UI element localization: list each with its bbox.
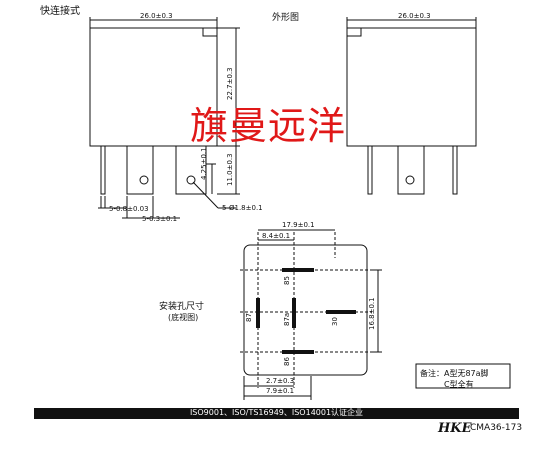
pin-right-2 (397, 145, 425, 195)
pin-label-86: 86 (283, 357, 291, 366)
relay-body-right (346, 27, 477, 147)
dim-bv-b: 7.9±0.1 (266, 387, 295, 395)
mounting-title: 安装孔尺寸 (159, 302, 205, 312)
slot-85 (282, 268, 314, 272)
brand-logo: HKE (438, 421, 472, 436)
pin-label-87a: 87a (283, 312, 291, 326)
cert-bar: ISO9001、ISO/TS16949、ISO14001认证企业 (34, 408, 519, 419)
dim-bv-left: 8.4±0.1 (262, 232, 291, 240)
model-number: CMA36-173 (470, 423, 523, 433)
dim-pin-thickness: 5-6.3±0.1 (142, 215, 178, 223)
pin-left-3 (175, 145, 207, 195)
pin-right-1 (367, 145, 373, 195)
note: 备注：A型无87a脚 C型全有 (420, 368, 489, 390)
dim-tab-height: 4.25±0.1 (200, 147, 208, 180)
cert-text: ISO9001、ISO/TS16949、ISO14001认证企业 (189, 408, 364, 417)
note-line-2: C型全有 (444, 380, 474, 389)
dim-width-right: 26.0±0.3 (398, 12, 431, 20)
pin-left-1 (100, 145, 106, 195)
pin-label-85: 85 (283, 276, 291, 285)
bottom-view-outline (243, 244, 368, 376)
pin-right-3 (452, 145, 458, 195)
bottom-view-label: (底视图) (168, 313, 199, 322)
slot-30 (326, 310, 356, 314)
watermark: 旗曼远洋 (190, 104, 347, 148)
outline-title: 外形图 (272, 13, 300, 23)
dim-pin-width: 5-0.8±0.03 (109, 205, 149, 213)
slot-87a (292, 298, 296, 328)
pin-left-2 (126, 145, 154, 195)
pin-label-87: 87 (245, 313, 253, 322)
note-line-1: 备注：A型无87a脚 (420, 369, 489, 378)
dim-pin-length: 11.0±0.3 (226, 153, 234, 186)
slot-87 (256, 298, 260, 328)
dim-hole: 5-Ø1.8±0.1 (222, 204, 263, 212)
quick-connect-title: 快连接式 (40, 6, 80, 17)
dim-bv-total: 17.9±0.1 (282, 221, 315, 229)
dim-height: 22.7±0.3 (226, 67, 234, 100)
dim-bv-height: 16.8±0.1 (368, 297, 376, 330)
pin-label-30: 30 (331, 317, 339, 326)
dim-width-left: 26.0±0.3 (140, 12, 173, 20)
dim-bv-a: 2.7±0.3 (266, 377, 295, 385)
note-box (415, 363, 511, 389)
slot-86 (282, 350, 314, 354)
